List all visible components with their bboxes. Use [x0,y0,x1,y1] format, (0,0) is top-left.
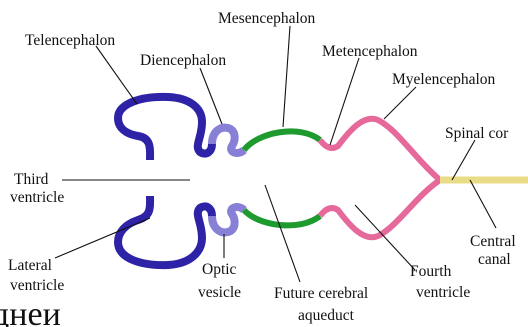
diencephalon-upper-wall [212,128,244,153]
label-diencephalon: Diencephalon [140,52,226,69]
label-fourth-ventricle-line2: ventricle [416,284,470,301]
label-spinal-cord: Spinal cor [445,125,509,142]
leader-mesencephalon [283,26,290,127]
label-telencephalon: Telencephalon [25,32,115,49]
leader-telencephalon [96,46,137,104]
label-future-aqueduct-line2: aqueduct [298,307,355,324]
label-fourth-ventricle-line1: Fourth [410,263,452,280]
label-central-canal-line1: Central [470,233,516,250]
leader-future-aqueduct [265,185,300,282]
telencephalon-upper-wall [118,97,212,160]
label-future-aqueduct-line1: Future cerebral [274,285,368,302]
leader-metencephalon [330,58,359,145]
label-lateral-ventricle-line1: Lateral [8,257,52,274]
mesencephalon-lower-wall [244,210,320,225]
label-metencephalon: Metencephalon [322,43,418,60]
label-lateral-ventricle-line2: ventricle [10,277,64,294]
label-third-ventricle-line2: ventricle [10,189,64,206]
diencephalon-lower-wall [212,207,244,232]
leader-lateral-ventricle [55,218,150,258]
label-central-canal-line2: canal [478,251,511,268]
metencephalon-lower-wall [320,180,440,237]
label-third-ventricle-line1: Third [14,171,49,188]
leader-central-canal [470,180,496,228]
cropped-caption-fragment: днеи [0,296,61,327]
mesencephalon-upper-wall [244,131,320,150]
label-optic-vesicle-line1: Optic [202,261,237,278]
leader-myelencephalon [384,87,416,119]
labels: Telencephalon Diencephalon Mesencephalon… [0,10,516,327]
lower-wall [118,180,528,265]
label-optic-vesicle-line2: vesicle [198,284,241,301]
leader-spinal-cord [452,140,475,180]
metencephalon-upper-wall [320,119,440,180]
label-myelencephalon: Myelencephalon [392,71,496,88]
label-mesencephalon: Mesencephalon [218,10,316,27]
telencephalon-lower-wall [118,196,212,265]
